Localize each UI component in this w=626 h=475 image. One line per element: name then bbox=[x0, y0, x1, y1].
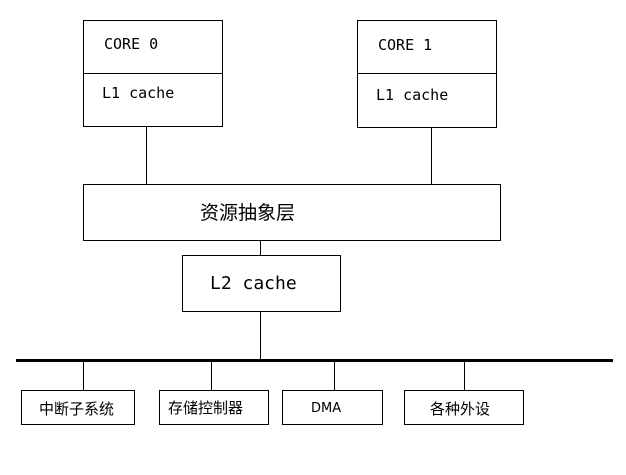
dma-label: DMA bbox=[311, 401, 342, 416]
bus-drop-interrupt bbox=[83, 362, 84, 390]
core1-l1-cache-label: L1 cache bbox=[376, 86, 449, 104]
core0-connector bbox=[146, 127, 147, 184]
bus-drop-storage bbox=[211, 362, 212, 390]
core0-label: CORE 0 bbox=[104, 35, 159, 53]
interrupt-subsystem-label: 中断子系统 bbox=[39, 400, 115, 418]
abstraction-layer-label: 资源抽象层 bbox=[200, 202, 296, 224]
abstraction-layer-block bbox=[83, 184, 501, 241]
l2-cache-block bbox=[182, 255, 341, 312]
various-peripherals-label: 各种外设 bbox=[430, 400, 491, 418]
storage-controller-label: 存储控制器 bbox=[168, 399, 244, 417]
dma-block bbox=[282, 390, 383, 425]
abstraction-to-l2-connector bbox=[260, 241, 261, 255]
bus-drop-peripherals bbox=[464, 362, 465, 390]
core1-label: CORE 1 bbox=[378, 36, 433, 54]
core1-connector bbox=[431, 128, 432, 184]
core1-divider bbox=[358, 73, 496, 74]
storage-controller-block bbox=[159, 390, 269, 425]
core0-block bbox=[83, 20, 223, 127]
l2-cache-label: L2 cache bbox=[210, 273, 297, 294]
interrupt-subsystem-block bbox=[21, 390, 135, 425]
system-bus bbox=[16, 359, 613, 362]
various-peripherals-block bbox=[404, 390, 524, 425]
core0-divider bbox=[84, 73, 222, 74]
core0-l1-cache-label: L1 cache bbox=[102, 84, 175, 102]
core1-block bbox=[357, 20, 497, 128]
l2-to-bus-connector bbox=[260, 312, 261, 360]
bus-drop-dma bbox=[334, 362, 335, 390]
